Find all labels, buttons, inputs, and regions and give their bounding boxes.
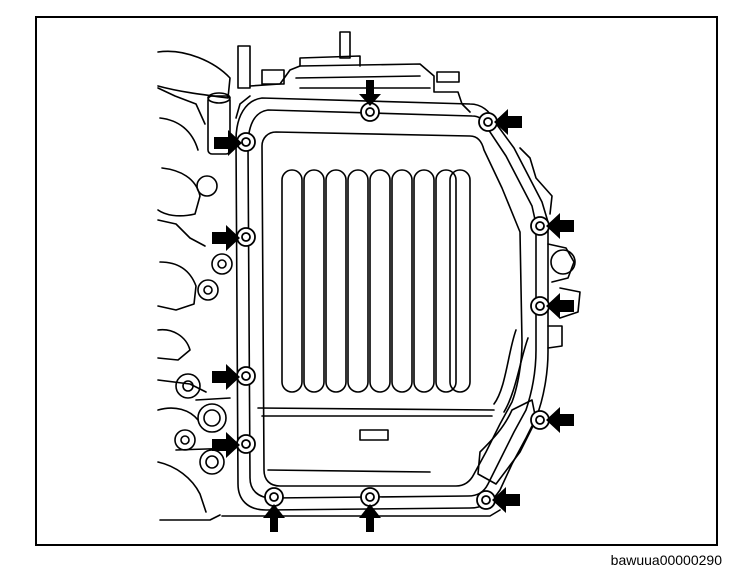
arrow-right-icon [212, 364, 240, 390]
pan-lower-ridge [257, 407, 495, 411]
transmission-housing-top [235, 31, 471, 119]
arrow-down-icon [359, 80, 381, 106]
bolt-right-upper [530, 216, 550, 236]
pan-bottom-line [267, 469, 431, 473]
arrow-left-icon [494, 109, 522, 135]
bolt-mid-left [236, 227, 256, 247]
figure-reference-code: bawuua00000290 [610, 552, 722, 568]
bolt-bottom-left [264, 487, 284, 507]
arrow-right-icon [212, 432, 240, 458]
diagram-frame [35, 16, 718, 546]
arrow-left-icon [546, 293, 574, 319]
arrow-left-icon [546, 407, 574, 433]
bolt-bottom-center [360, 487, 380, 507]
arrow-right-icon [212, 225, 240, 251]
engine-block-right [477, 147, 581, 485]
bolt-arrows [212, 80, 574, 532]
arrow-up-icon [263, 504, 285, 532]
flange-bottom-edge [221, 509, 501, 517]
engine-block-left [157, 50, 237, 521]
bolt-holes [236, 102, 550, 510]
arrow-left-icon [546, 213, 574, 239]
arrow-right-icon [214, 130, 242, 156]
arrow-up-icon [359, 504, 381, 532]
bolt-right-middle [530, 296, 550, 316]
bolt-lower-left [236, 366, 256, 386]
arrow-left-icon [492, 487, 520, 513]
oil-pan-body [261, 131, 523, 487]
drain-plug-label-plate [359, 429, 389, 441]
bolt-bottom-left-side [236, 434, 256, 454]
cooling-ribs [281, 169, 471, 393]
bolt-top-right [478, 112, 498, 132]
